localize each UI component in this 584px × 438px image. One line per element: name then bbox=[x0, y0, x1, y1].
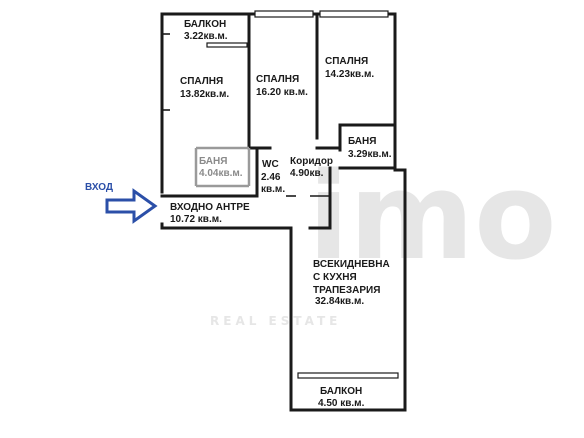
bedroom-1-area: 13.82кв.м. bbox=[180, 89, 229, 100]
bedroom-3-name: СПАЛНЯ bbox=[325, 56, 368, 67]
balcony-bottom-name: БАЛКОН bbox=[320, 386, 362, 397]
balcony-rail-bottom bbox=[297, 372, 399, 379]
wc-area-number: 2.46 bbox=[261, 172, 281, 183]
interior-walls bbox=[160, 12, 397, 230]
window-bedroom-2 bbox=[254, 10, 314, 18]
corridor-name: Коридор bbox=[290, 156, 333, 167]
watermark-logo: imo bbox=[308, 148, 557, 287]
balcony-bottom-area: 4.50 кв.м. bbox=[318, 398, 365, 409]
wc-name: WC bbox=[262, 159, 279, 170]
entrance-arrow-icon bbox=[105, 188, 158, 224]
balcony-top-area: 3.22кв.м. bbox=[184, 31, 228, 42]
balcony-rail-top bbox=[206, 42, 248, 48]
balcony-top-name: БАЛКОН bbox=[184, 19, 226, 30]
bedroom-2-name: СПАЛНЯ bbox=[256, 74, 299, 85]
corridor-area: 4.90кв. bbox=[290, 168, 324, 179]
bathroom-partitions bbox=[194, 146, 251, 188]
living-room-line-2: С КУХНЯ bbox=[313, 272, 357, 283]
bathroom-1-area: 3.29кв.м. bbox=[348, 149, 392, 160]
window-bedroom-3 bbox=[319, 10, 389, 18]
entrance-hall-area: 10.72 кв.м. bbox=[170, 214, 222, 225]
living-room-line-1: ВСЕКИДНЕВНА bbox=[313, 259, 390, 270]
watermark: imo REAL ESTATE bbox=[210, 148, 557, 328]
bathroom-2-name: БАНЯ bbox=[199, 156, 227, 167]
bedroom-1-name: СПАЛНЯ bbox=[180, 76, 223, 87]
entrance-label: ВХОД bbox=[85, 182, 113, 193]
bedroom-3-area: 14.23кв.м. bbox=[325, 69, 374, 80]
entrance-hall-name: ВХОДНО АНТРЕ bbox=[170, 202, 250, 213]
watermark-subtext: REAL ESTATE bbox=[210, 314, 341, 328]
living-room-area: 32.84кв.м. bbox=[315, 296, 364, 307]
wc-area-unit: кв.м. bbox=[261, 184, 285, 195]
bathroom-1-name: БАНЯ bbox=[348, 136, 376, 147]
living-room-line-3: ТРАПЕЗАРИЯ bbox=[313, 285, 380, 296]
bathroom-2-area: 4.04кв.м. bbox=[199, 168, 243, 179]
bedroom-2-area: 16.20 кв.м. bbox=[256, 87, 308, 98]
